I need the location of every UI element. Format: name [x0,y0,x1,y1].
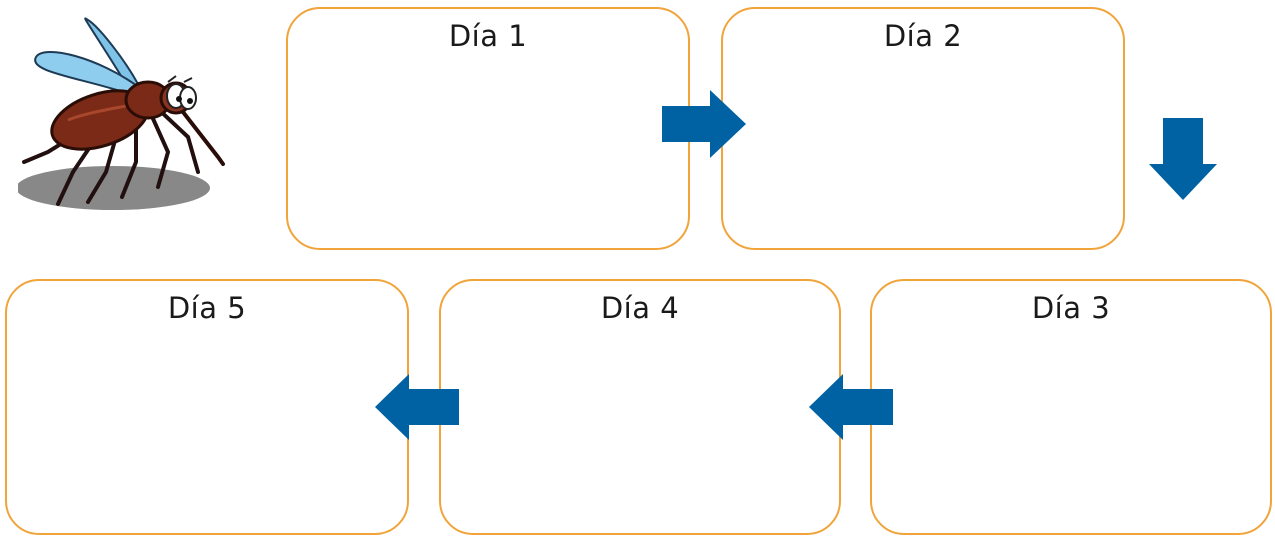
day-3-label: Día 3 [1031,291,1111,325]
day-1-box: Día 1 [286,7,690,250]
day-3-box: Día 3 [870,279,1272,535]
mosquito-icon [18,17,225,210]
day-2-label: Día 2 [883,19,963,53]
arrow-down-icon [1149,118,1217,200]
day-2-box: Día 2 [721,7,1125,250]
day-4-label: Día 4 [600,291,680,325]
arrow-left-icon [809,374,893,440]
day-1-label: Día 1 [448,19,528,53]
arrow-right-icon [662,90,746,158]
day-4-box: Día 4 [439,279,841,535]
day-5-label: Día 5 [167,291,247,325]
arrow-left-icon [375,374,459,440]
day-5-box: Día 5 [5,279,409,535]
